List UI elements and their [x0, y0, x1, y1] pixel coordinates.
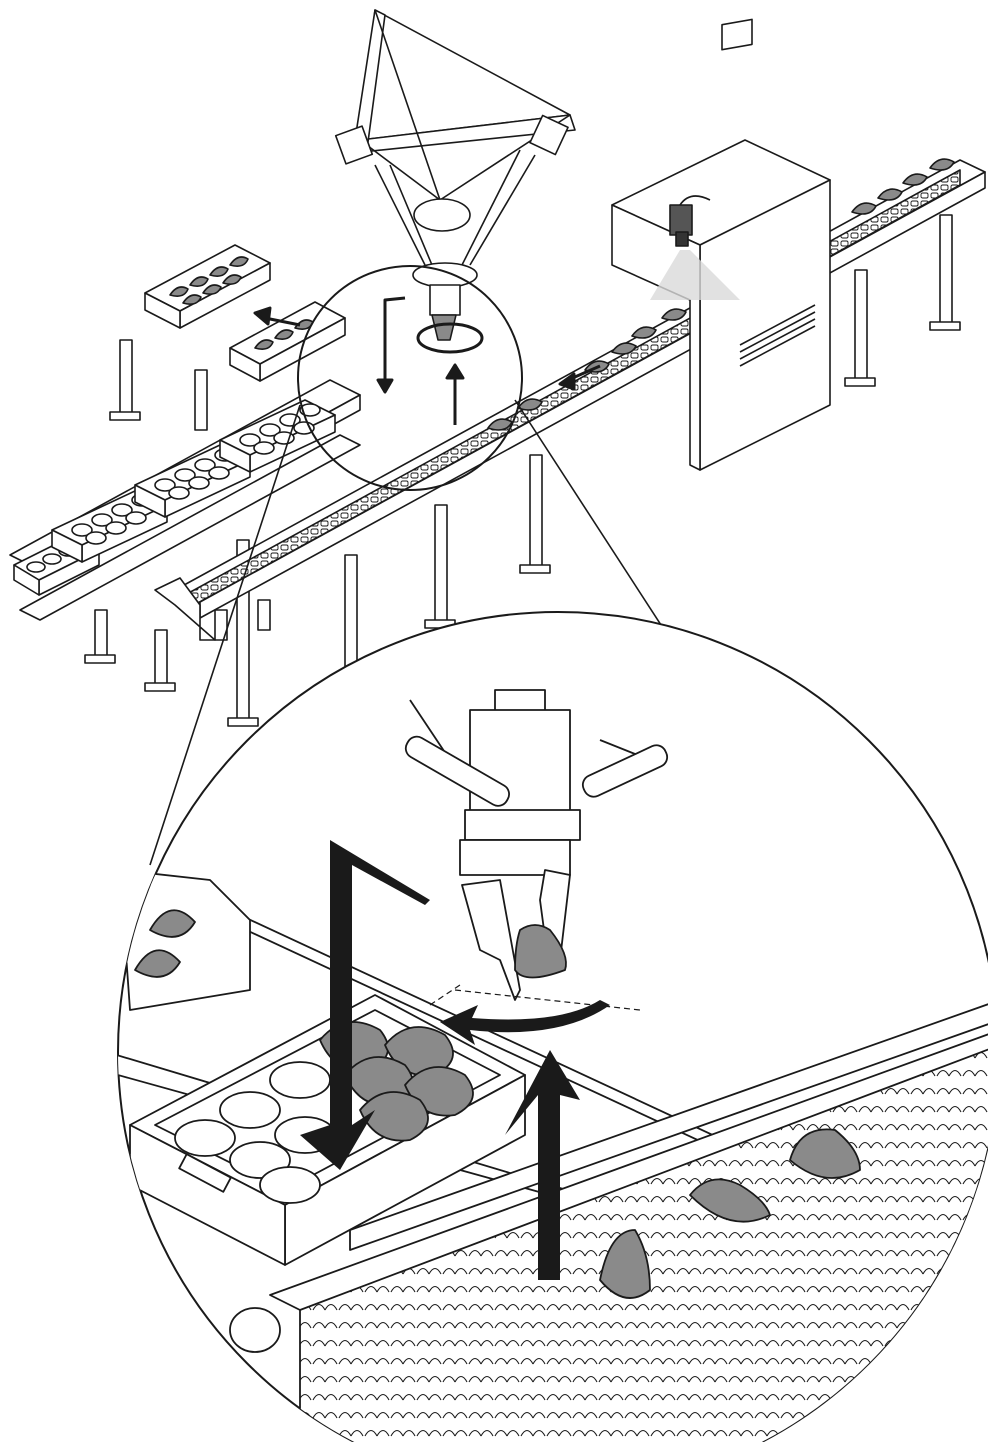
gripper-icon	[404, 689, 669, 1001]
zoom-back-tray	[119, 869, 251, 1011]
vent-grille	[739, 304, 816, 367]
down-arrow-icon	[300, 840, 430, 1170]
down-arrow-icon	[383, 296, 406, 385]
placed-products	[319, 1021, 474, 1142]
zoom-detail	[117, 611, 988, 1442]
zoom-belt-products	[599, 1128, 861, 1299]
curved-arrow-icon	[440, 1000, 610, 1045]
up-arrow-icon	[505, 1050, 580, 1280]
overview-arrows	[253, 296, 601, 425]
tray-conveyor-legs	[84, 339, 259, 727]
vision-camera-icon	[669, 195, 711, 247]
focus-circle	[297, 265, 523, 491]
zoom-product-conveyor	[229, 999, 988, 1442]
overview-scene	[9, 9, 986, 871]
zoom-line-left	[149, 404, 301, 866]
camera-beam	[650, 250, 740, 300]
zoom-motion-arrows	[300, 840, 610, 1280]
delta-robot-icon	[334, 9, 576, 341]
zoom-front-tray	[129, 994, 526, 1266]
curved-arrow-icon	[416, 322, 484, 354]
products-on-belt	[487, 158, 955, 431]
filled-trays	[144, 244, 346, 382]
vision-housing	[611, 18, 831, 471]
gripped-product	[514, 924, 567, 979]
